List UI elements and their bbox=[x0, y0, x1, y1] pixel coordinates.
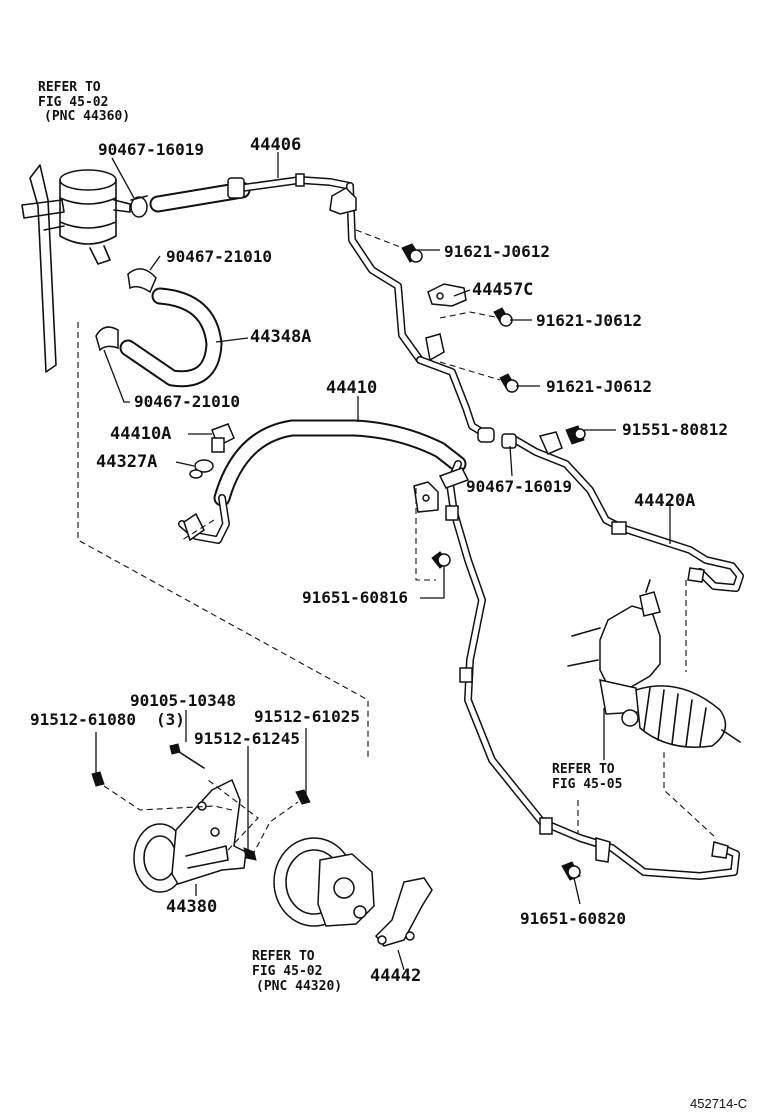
assembly-dashed-lines bbox=[77, 229, 717, 857]
label-44380: 44380 bbox=[166, 897, 217, 917]
label-91512-61080: 91512-61080 bbox=[30, 710, 136, 729]
label-91651-60820: 91651-60820 bbox=[520, 909, 626, 928]
suction-hose-44348a bbox=[119, 287, 223, 388]
label-91512-61245: 91512-61245 bbox=[194, 729, 300, 748]
gasket-44327a bbox=[189, 459, 214, 479]
bolt-91512-61245 bbox=[243, 847, 257, 861]
label-91551-80812: 91551-80812 bbox=[622, 420, 728, 439]
pump-drawing bbox=[273, 837, 375, 927]
bracket-44457c bbox=[427, 283, 467, 307]
bolt-91621-j0612-c bbox=[499, 373, 519, 393]
ref-top-left-line3: (PNC 44360) bbox=[44, 109, 130, 124]
union-44410a bbox=[211, 423, 235, 453]
return-pipe-44420a bbox=[508, 431, 744, 592]
pump-bracket-44380 bbox=[133, 778, 247, 893]
ref-right-line2: FIG 45-05 bbox=[552, 777, 622, 792]
diagram-code: 452714-C bbox=[690, 1096, 747, 1111]
clamp-90467-21010-upper bbox=[127, 268, 157, 294]
label-44406: 44406 bbox=[250, 135, 301, 155]
ref-top-left-line2: FIG 45-02 bbox=[38, 95, 108, 110]
steering-gear-drawing bbox=[567, 579, 741, 748]
label-44327a: 44327A bbox=[96, 452, 157, 472]
bracket-44442 bbox=[374, 877, 433, 947]
label-44348a: 44348A bbox=[250, 327, 311, 347]
label-91512-61025: 91512-61025 bbox=[254, 707, 360, 726]
bracket-44410-mount bbox=[413, 481, 439, 513]
bolt-91651-60816 bbox=[431, 551, 451, 569]
pressure-hose-44410 bbox=[178, 419, 740, 880]
reservoir-drawing bbox=[21, 164, 131, 373]
label-44410: 44410 bbox=[326, 378, 377, 398]
label-44420a: 44420A bbox=[634, 491, 695, 511]
bolt-90105-10348 bbox=[169, 743, 205, 769]
ref-bottom-line1: REFER TO bbox=[252, 949, 315, 964]
clamp-90467-16019-mid bbox=[501, 433, 517, 449]
bolt-91651-60820 bbox=[561, 861, 581, 881]
label-90467-21010-upper: 90467-21010 bbox=[166, 247, 272, 266]
label-90467-16019-top: 90467-16019 bbox=[98, 140, 204, 159]
leader-lines bbox=[95, 152, 671, 971]
ref-bottom-line3: (PNC 44320) bbox=[256, 979, 342, 994]
label-44457c: 44457C bbox=[472, 280, 533, 300]
ref-bottom-line2: FIG 45-02 bbox=[252, 964, 322, 979]
label-44410a: 44410A bbox=[110, 424, 171, 444]
label-91621-j0612-b: 91621-J0612 bbox=[536, 311, 642, 330]
label-91651-60816: 91651-60816 bbox=[302, 588, 408, 607]
clamp-90467-21010-lower bbox=[95, 326, 119, 352]
bolt-91621-j0612-a bbox=[401, 243, 423, 263]
ref-right-line1: REFER TO bbox=[552, 762, 615, 777]
label-qty-3: (3) bbox=[156, 710, 185, 729]
label-90467-21010-lower: 90467-21010 bbox=[134, 392, 240, 411]
ref-top-left-line1: REFER TO bbox=[38, 80, 101, 95]
label-90467-16019-mid: 90467-16019 bbox=[466, 477, 572, 496]
clamp-90467-16019-top bbox=[130, 195, 148, 218]
label-90105-10348: 90105-10348 bbox=[130, 691, 236, 710]
label-44442: 44442 bbox=[370, 966, 421, 986]
label-91621-j0612-a: 91621-J0612 bbox=[444, 242, 550, 261]
bolt-91512-61080 bbox=[91, 771, 105, 787]
label-91621-j0612-c: 91621-J0612 bbox=[546, 377, 652, 396]
bolt-91621-j0612-b bbox=[493, 307, 513, 327]
return-hose-44406 bbox=[149, 173, 495, 443]
bolt-91551-80812 bbox=[565, 425, 586, 445]
bolt-91512-61025 bbox=[295, 789, 311, 805]
